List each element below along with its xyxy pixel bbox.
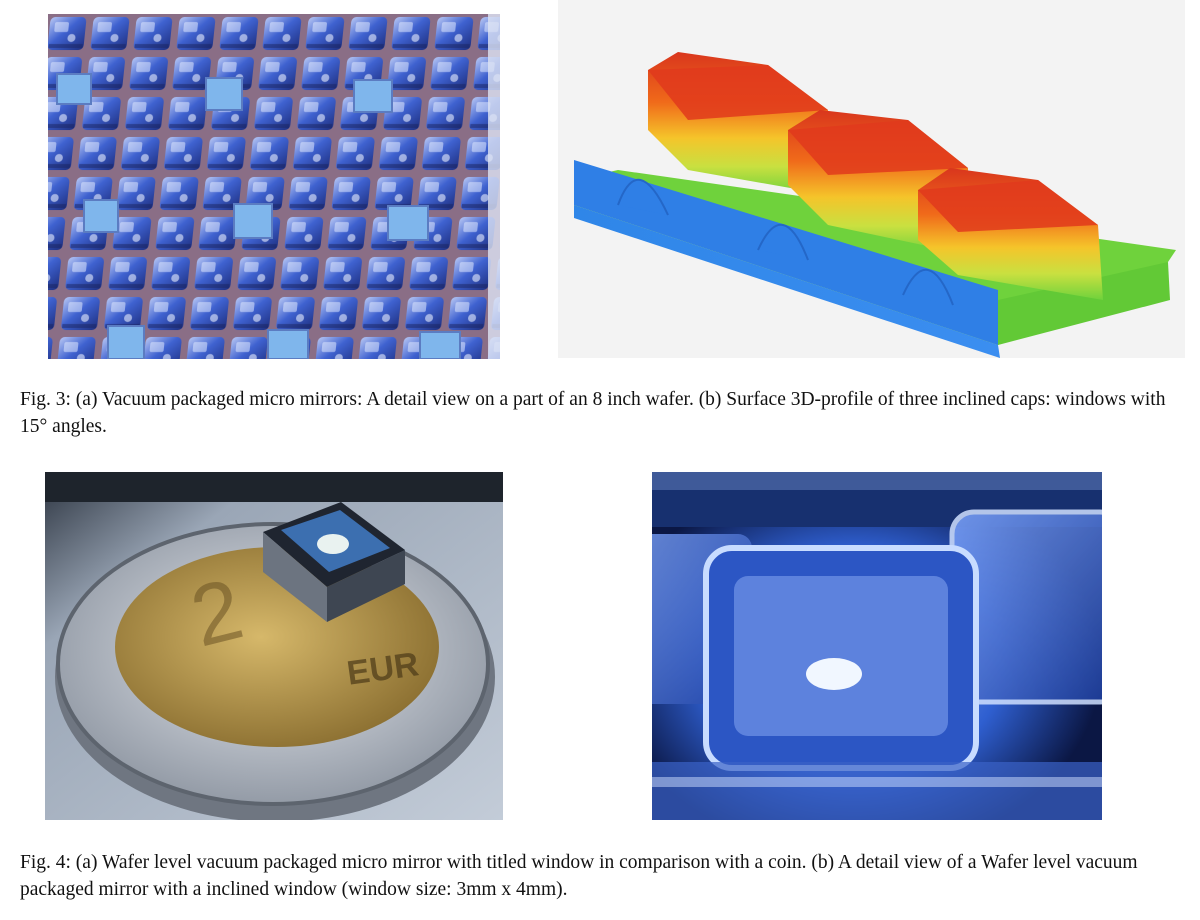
- figure-3-caption: Fig. 3: (a) Vacuum packaged micro mirror…: [20, 389, 1166, 437]
- surface-profile-graphic: [574, 52, 1176, 358]
- fig3b-surface-3d-profile: [558, 0, 1185, 358]
- fig4b-mirror-detail-photo: [652, 472, 1102, 820]
- wafer-photo-graphic: [48, 14, 500, 359]
- mirror-detail-graphic: [652, 472, 1102, 820]
- fig3a-wafer-photo: [48, 14, 500, 359]
- fig4a-coin-photo: 2 EUR: [45, 472, 503, 820]
- coin-photo-graphic: [45, 472, 503, 820]
- figure-4-caption: Fig. 4: (a) Wafer level vacuum packaged …: [20, 852, 1138, 900]
